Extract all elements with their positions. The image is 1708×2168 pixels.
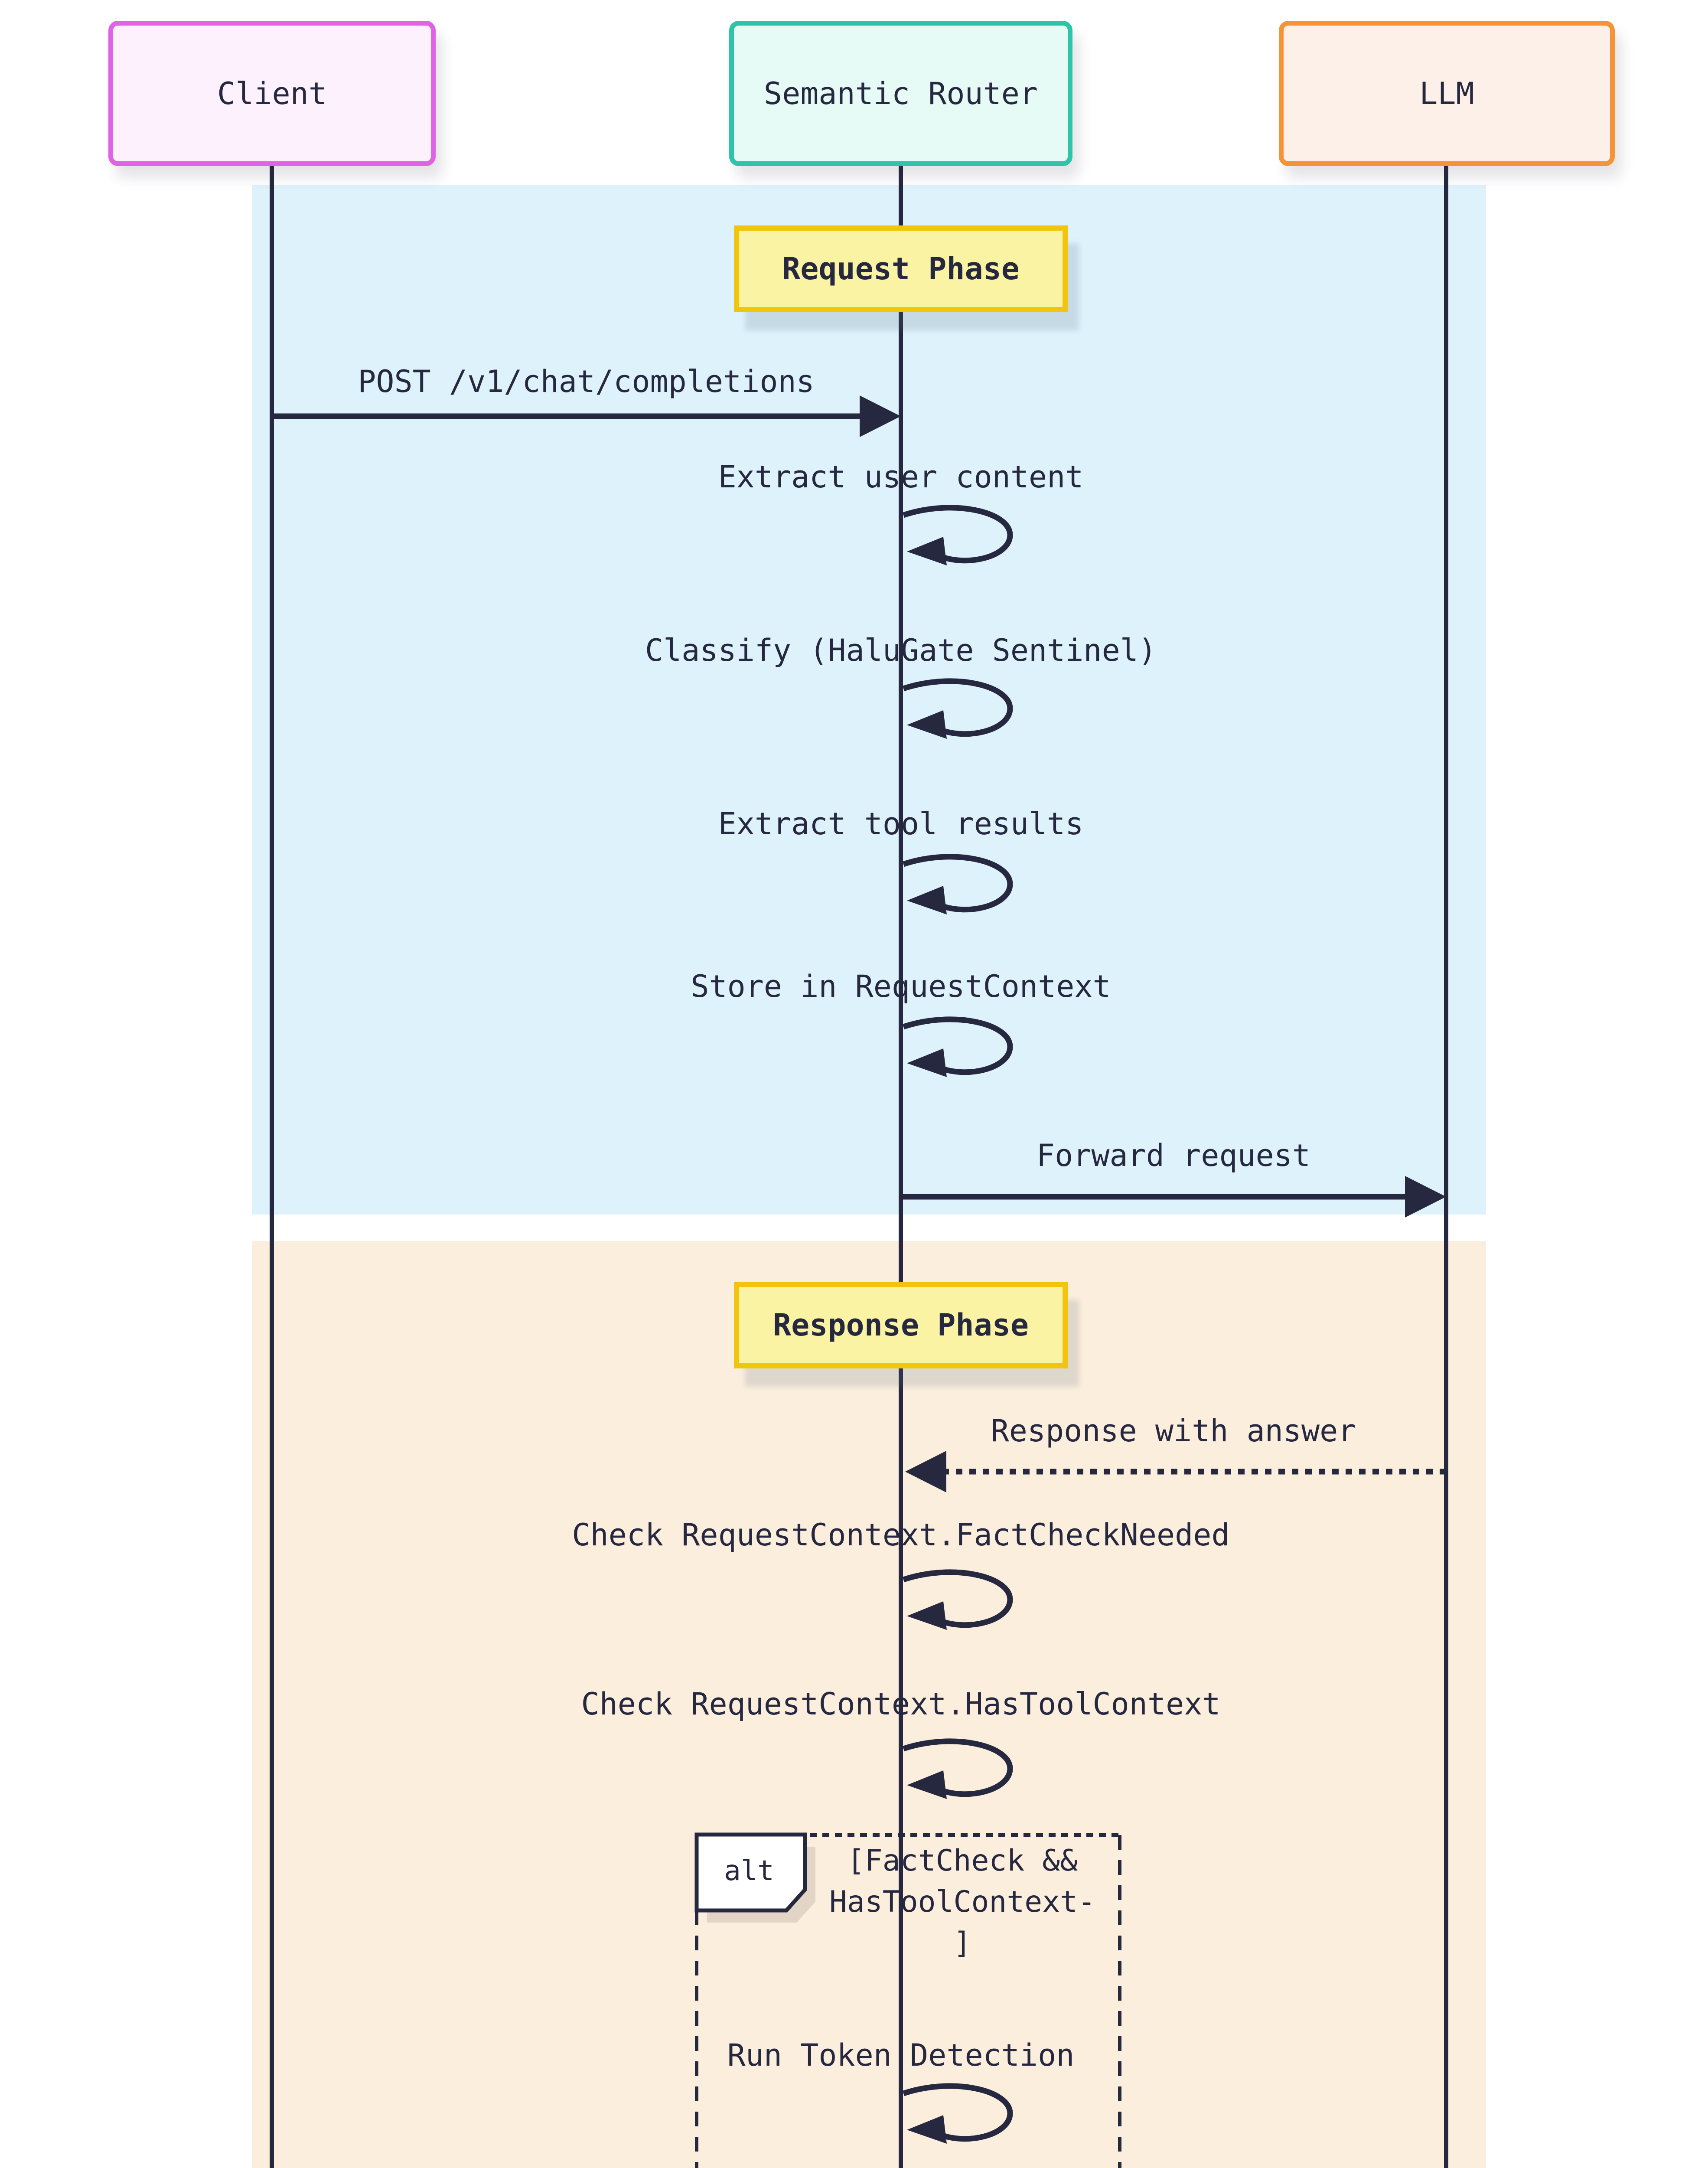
alt-frame — [694, 1832, 1121, 2168]
message-forward: Forward request — [1036, 1138, 1311, 1173]
response-phase-note: Response Phase — [734, 1282, 1068, 1368]
message-post: POST /v1/chat/completions — [358, 364, 815, 399]
actor-router-top-label: Semantic Router — [763, 75, 1038, 111]
message-extract-tool: Extract tool results — [718, 806, 1084, 842]
request-phase-note: Request Phase — [734, 225, 1068, 312]
arrow-response-answer — [905, 1451, 1446, 1492]
arrow-post-request — [272, 395, 901, 437]
alt-condition-if-line2: HasToolContext- — [829, 1885, 1096, 1919]
message-run-token: Run Token Detection — [727, 2037, 1075, 2073]
message-response-answer: Response with answer — [991, 1413, 1356, 1449]
self-loop-check-factcheck — [902, 1569, 1013, 1630]
message-check-hastool: Check RequestContext.HasToolContext — [581, 1686, 1221, 1722]
self-loop-check-hastool — [902, 1738, 1013, 1799]
actor-llm-top-label: LLM — [1419, 75, 1474, 111]
self-loop-classify — [902, 678, 1013, 739]
actor-llm-top: LLM — [1279, 21, 1615, 166]
message-store: Store in RequestContext — [691, 969, 1111, 1004]
alt-condition-if-line1: [FactCheck && — [847, 1844, 1078, 1878]
actor-client-top-label: Client — [217, 75, 327, 111]
alt-label: alt — [724, 1855, 774, 1887]
request-phase-band — [252, 185, 1486, 1215]
lifeline-router — [899, 166, 903, 2168]
lifeline-llm — [1444, 166, 1448, 2168]
self-loop-store — [902, 1016, 1013, 1077]
self-loop-run-token — [902, 2083, 1013, 2144]
actor-client-top: Client — [108, 21, 436, 166]
arrow-forward-request — [901, 1176, 1446, 1218]
alt-condition-if: [FactCheck && HasToolContext- ] — [829, 1840, 1095, 1964]
lifeline-client — [270, 166, 274, 2168]
message-classify: Classify (HaluGate Sentinel) — [645, 633, 1157, 668]
response-phase-band — [252, 1241, 1486, 2168]
alt-label-box — [694, 1832, 807, 1913]
self-loop-extract-tool — [902, 854, 1013, 914]
message-check-factcheck: Check RequestContext.FactCheckNeeded — [572, 1517, 1230, 1553]
alt-condition-if-line3: ] — [953, 1926, 971, 1960]
message-extract-user: Extract user content — [718, 459, 1084, 495]
actor-router-top: Semantic Router — [729, 21, 1072, 166]
self-loop-extract-user — [902, 505, 1013, 565]
